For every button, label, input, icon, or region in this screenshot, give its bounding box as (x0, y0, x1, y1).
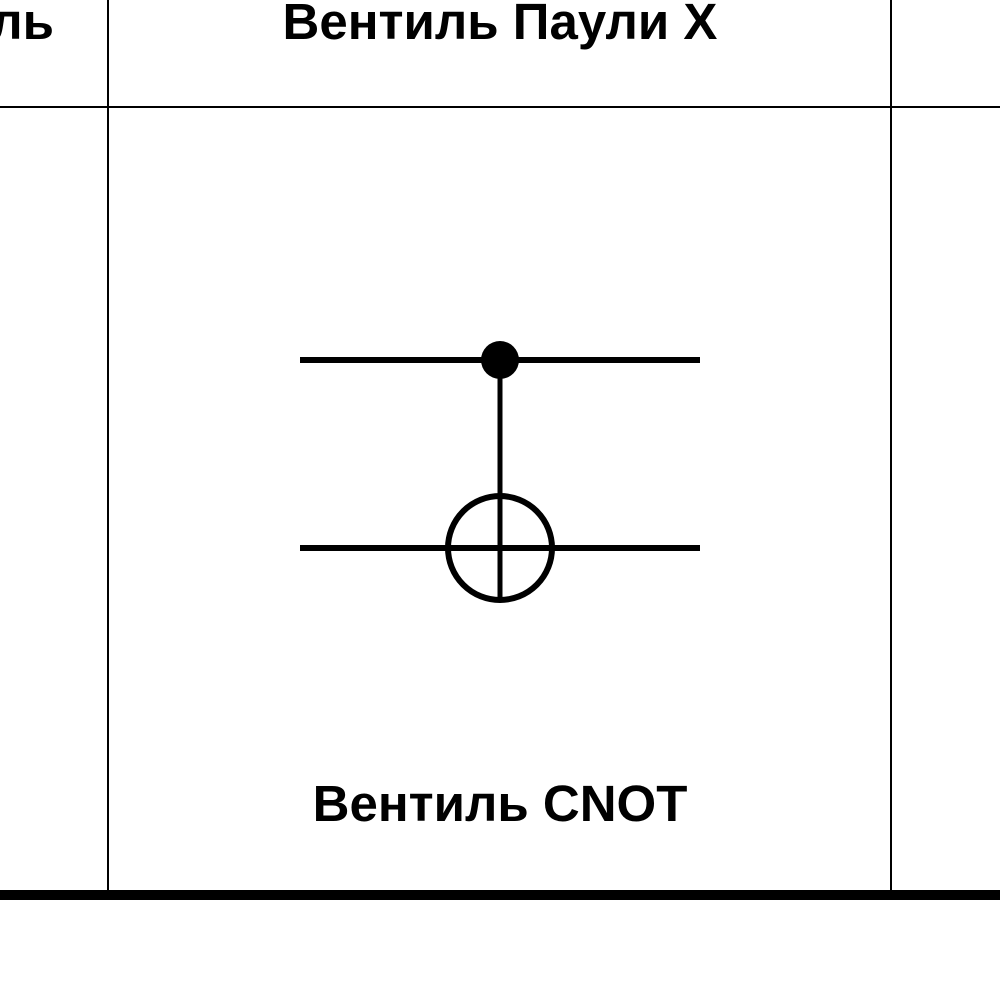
table-bottom-rule (0, 890, 1000, 900)
control-dot-icon (481, 341, 519, 379)
target-xor-circle-icon (445, 493, 555, 603)
header-cell-left-partial: ль (0, 0, 54, 50)
cnot-circuit-diagram (300, 341, 700, 603)
cnot-gate-caption: Вентиль CNOT (312, 775, 688, 832)
header-cell-pauli-x: Вентиль Паули X (282, 0, 718, 50)
